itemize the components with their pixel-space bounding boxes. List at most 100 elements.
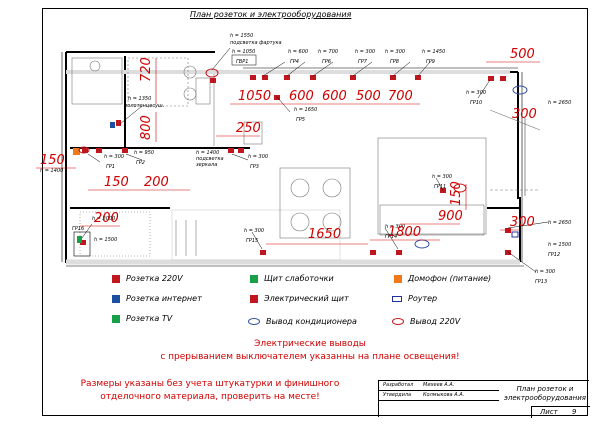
tb-row-developer: Разработал Михеев А.А. bbox=[379, 381, 499, 391]
dim-200-a: 200 bbox=[144, 175, 169, 190]
legend-tv: Розетка TV bbox=[112, 314, 172, 323]
internet-socket-icon bbox=[112, 294, 120, 303]
dimensions: 500 720 1050 600 600 500 700 300 800 250… bbox=[40, 47, 537, 242]
code-gr6: ГР6 bbox=[322, 59, 331, 65]
tv-socket-icon bbox=[112, 314, 120, 323]
legend-outlet-220: Вывод 220V bbox=[392, 317, 460, 326]
legend-low-current-panel: Щит слаботочки bbox=[250, 274, 334, 283]
h-gr2: h = 950 bbox=[134, 150, 154, 156]
dim-500-top: 500 bbox=[510, 47, 535, 62]
dim-600b: 600 bbox=[322, 89, 347, 104]
h-gr7: h = 300 bbox=[355, 49, 375, 55]
code-gr11: ГР11 bbox=[434, 184, 446, 190]
intercom-icon bbox=[394, 274, 402, 283]
code-gr9: ГР9 bbox=[426, 59, 435, 65]
code-gr3: ГР3 bbox=[250, 164, 259, 170]
legend-socket: Розетка 220V bbox=[112, 274, 183, 283]
h-gr1: h = 300 bbox=[104, 154, 124, 160]
legend-ac-outlet: Вывод кондиционера bbox=[248, 317, 357, 326]
h-1500a: h = 1500 bbox=[94, 237, 117, 243]
outlet-220-icon bbox=[205, 68, 219, 78]
low-current-panel-icon bbox=[250, 274, 258, 283]
title-block: Разработал Михеев А.А. Утвердила Колмыко… bbox=[378, 380, 590, 418]
h-gr6: h = 700 bbox=[318, 49, 338, 55]
note-mirror-2: зеркала bbox=[196, 162, 217, 168]
tb-row-approver: Утвердила Колмыкова А.А. bbox=[379, 391, 499, 401]
dim-250: 250 bbox=[236, 121, 261, 136]
switching-notice: Электрические выводы с прерыванием выклю… bbox=[160, 339, 460, 362]
h-gr14: h = 300 bbox=[385, 224, 405, 230]
furniture bbox=[71, 57, 541, 261]
drawing-frame bbox=[42, 8, 588, 416]
code-gr8: ГР8 bbox=[390, 59, 399, 65]
h-gr5: h = 1650 bbox=[294, 107, 317, 113]
dim-500: 500 bbox=[356, 89, 381, 104]
dim-150-a: 150 bbox=[104, 175, 129, 190]
code-gr7: ГР7 bbox=[358, 59, 368, 65]
dim-200-b: 200 bbox=[94, 211, 119, 226]
h-gr4: h = 600 bbox=[288, 49, 308, 55]
h-gr3: h = 300 bbox=[248, 154, 268, 160]
code-gvr1: ГВР1 bbox=[236, 59, 248, 65]
outlet-220-icon bbox=[392, 318, 404, 325]
h-gr11: h = 300 bbox=[432, 174, 452, 180]
socket-markers bbox=[80, 75, 511, 255]
code-gr15: ГР15 bbox=[246, 238, 258, 244]
h-mirror: h = 1400 bbox=[196, 150, 219, 156]
socket-icon bbox=[112, 274, 120, 283]
dim-1050: 1050 bbox=[238, 89, 271, 104]
dim-1800: 1800 bbox=[388, 225, 421, 240]
code-gr5: ГР5 bbox=[296, 117, 305, 123]
code-gr1: ГР1 bbox=[106, 164, 115, 170]
h-gr15: h = 300 bbox=[244, 228, 264, 234]
wall-hatch bbox=[61, 52, 524, 267]
legend-internet: Розетка интернет bbox=[112, 294, 202, 303]
dim-300-bottom: 300 bbox=[510, 215, 535, 230]
sheet-title: План розеток и электрооборудования bbox=[190, 10, 352, 19]
tv-socket-icon bbox=[77, 236, 82, 243]
code-gr16: ГР16 bbox=[72, 226, 84, 232]
h-1500b: h = 1500 bbox=[548, 242, 571, 248]
h-gr16: h = 2000 bbox=[92, 216, 115, 222]
code-gr4: ГР4 bbox=[290, 59, 299, 65]
plan-codes: ГВР1 h = 1550 подсветка фартука h = 1050… bbox=[40, 33, 571, 285]
code-gr12: ГР12 bbox=[548, 252, 560, 258]
h-gr9: h = 1450 bbox=[422, 49, 445, 55]
dim-1650: 1650 bbox=[308, 227, 341, 242]
h-towel: h = 1350 bbox=[128, 96, 151, 102]
h-gr8: h = 300 bbox=[385, 49, 405, 55]
note-mirror-1: подсветка bbox=[196, 156, 224, 162]
legend-electrical-panel: Электрический щит bbox=[250, 294, 349, 303]
dim-150-left: 150 bbox=[40, 153, 65, 168]
h-2650a: h = 2650 bbox=[548, 100, 571, 106]
h-gvr1: h = 1550 bbox=[230, 33, 253, 39]
intercom-icon bbox=[73, 148, 80, 155]
note-gvr1: подсветка фартука bbox=[230, 40, 282, 46]
dim-700: 700 bbox=[388, 89, 413, 104]
internet-socket-icon bbox=[110, 122, 115, 128]
code-gr13: ГР13 bbox=[535, 279, 547, 285]
h2-gvr1: h = 1050 bbox=[232, 49, 255, 55]
dim-800: 800 bbox=[139, 115, 154, 140]
h-2650b: h = 2650 bbox=[548, 220, 571, 226]
dim-720: 720 bbox=[139, 57, 154, 82]
code-gr10: ГР10 bbox=[470, 100, 482, 106]
dim-900: 900 bbox=[438, 209, 463, 224]
ac-outlet-icon bbox=[248, 318, 260, 325]
ac-outlet-icon bbox=[414, 239, 430, 249]
outlet-220-icon bbox=[78, 146, 90, 154]
h-1400: h = 1400 bbox=[40, 168, 63, 174]
electrical-panel-icon bbox=[250, 294, 258, 303]
plaster-warning: Размеры указаны без учета штукатурки и ф… bbox=[80, 379, 340, 402]
note-towel: полотенцесуш. bbox=[124, 103, 164, 109]
ac-outlet-icon bbox=[512, 85, 528, 95]
legend-router: Роутер bbox=[392, 294, 437, 303]
router-icon bbox=[511, 231, 519, 238]
h-gr13: h = 300 bbox=[535, 269, 555, 275]
code-gr2: ГР2 bbox=[136, 160, 145, 166]
h-gr10: h = 300 bbox=[466, 90, 486, 96]
code-gr14: ГР14 bbox=[385, 234, 397, 240]
leader-lines bbox=[81, 47, 549, 273]
tb-sheet: Лист 9 bbox=[531, 406, 590, 418]
